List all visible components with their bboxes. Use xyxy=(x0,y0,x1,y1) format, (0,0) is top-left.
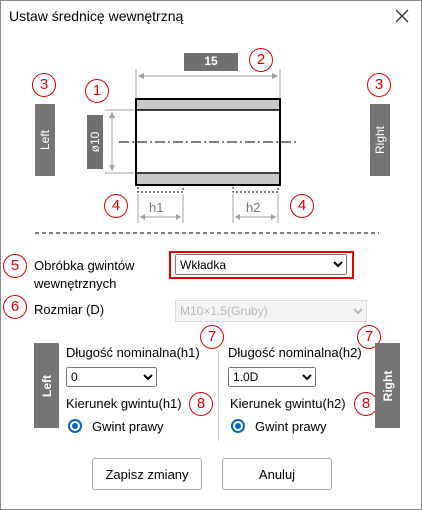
right-panel-tab[interactable]: Right xyxy=(375,343,400,428)
left-side-tab[interactable]: Left xyxy=(35,104,55,176)
right-hand-thread-h2-label[interactable]: Gwint prawy xyxy=(255,419,327,434)
radio-dot xyxy=(235,423,241,429)
window-title: Ustaw średnicę wewnętrzną xyxy=(9,8,184,24)
right-side-tab[interactable]: Right xyxy=(370,104,390,176)
thread-direction-h1-label: Kierunek gwintu(h1) xyxy=(66,396,182,411)
right-hand-thread-h1-label[interactable]: Gwint prawy xyxy=(92,419,164,434)
diameter-label-box xyxy=(87,115,103,169)
length-value: 15 xyxy=(204,54,218,68)
title-bar: Ustaw średnicę wewnętrzną xyxy=(1,1,421,33)
marker-7-left: 7 xyxy=(200,325,224,349)
close-icon[interactable] xyxy=(393,7,411,25)
diameter-value: ø10 xyxy=(88,131,102,153)
marker-1: 1 xyxy=(85,79,109,103)
right-hand-thread-h1-radio[interactable] xyxy=(68,419,82,433)
length-label-box xyxy=(184,53,238,71)
marker-6: 6 xyxy=(3,295,27,319)
nominal-length-h2-label: Długość nominalna(h2) xyxy=(228,345,362,360)
thread-processing-highlight xyxy=(169,251,354,279)
nominal-length-h1-label: Długość nominalna(h1) xyxy=(66,345,200,360)
thread-processing-label: Obróbka gwintów wewnętrznych xyxy=(34,258,135,291)
left-panel-tab[interactable]: Left xyxy=(34,343,59,428)
cancel-button[interactable]: Anuluj xyxy=(222,458,332,490)
h2-label: h2 xyxy=(246,200,261,215)
panel-divider xyxy=(218,351,219,441)
bushing-diagram xyxy=(35,53,379,234)
marker-8-right: 8 xyxy=(354,392,378,416)
marker-5: 5 xyxy=(3,254,27,278)
nominal-length-h2-select[interactable]: 1.0D xyxy=(228,367,316,387)
thread-processing-select[interactable]: Wkładka xyxy=(175,254,347,275)
h1-label: h1 xyxy=(149,200,164,215)
nominal-length-h1-select[interactable]: 0 xyxy=(66,367,157,387)
thread-direction-h2-label: Kierunek gwintu(h2) xyxy=(230,396,346,411)
marker-3-right: 3 xyxy=(367,73,391,97)
right-hand-thread-h2-radio[interactable] xyxy=(231,419,245,433)
radio-dot xyxy=(72,423,78,429)
size-label: Rozmiar (D) xyxy=(34,302,105,317)
marker-2: 2 xyxy=(249,48,273,72)
marker-4-left: 4 xyxy=(104,194,128,218)
marker-3-left: 3 xyxy=(32,73,56,97)
size-select[interactable]: M10×1.5(Gruby) xyxy=(175,300,367,322)
marker-8-left: 8 xyxy=(189,392,213,416)
save-button[interactable]: Zapisz zmiany xyxy=(92,458,202,490)
marker-4-right: 4 xyxy=(290,194,314,218)
